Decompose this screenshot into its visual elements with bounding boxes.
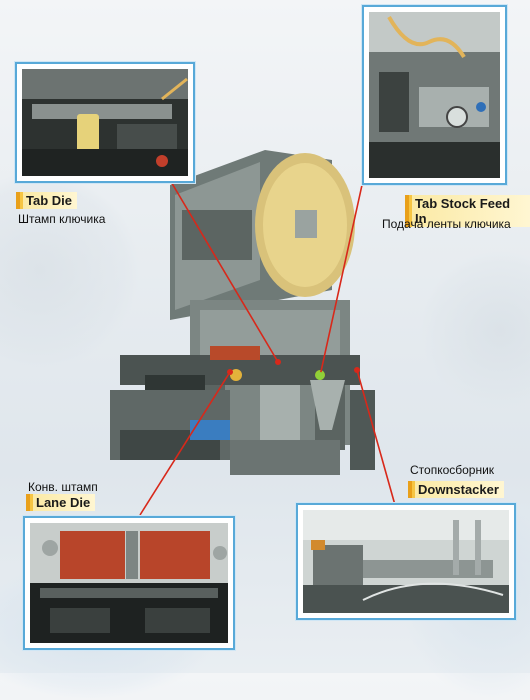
tab-stock-feed-image — [369, 12, 500, 178]
tab-die-photo — [15, 62, 195, 183]
downstacker-photo — [296, 503, 516, 620]
tab-stock-feed-label: Tab Stock Feed In — [405, 195, 530, 227]
lane-die-label-ru: Конв. штамп — [28, 480, 98, 494]
lane-die-leader — [139, 371, 231, 516]
tab-stock-feed-photo — [362, 5, 507, 185]
lane-die-image — [30, 523, 228, 643]
tab-die-leader — [169, 179, 279, 363]
downstacker-label: Downstacker — [408, 481, 504, 498]
leader-lines — [139, 179, 396, 516]
lane-die-label: Lane Die — [26, 494, 96, 511]
tab-die-label: Tab Die — [16, 192, 77, 209]
tab-stock-feed-label-ru: Подача ленты ключика — [382, 217, 511, 231]
lane-die-photo — [23, 516, 235, 650]
press-machine-illustration — [110, 150, 375, 475]
downstacker-label-ru: Стопкосборник — [410, 463, 495, 477]
downstacker-image — [303, 510, 509, 613]
downstacker-leader — [356, 369, 396, 506]
tab-stock-feed-leader — [319, 184, 363, 377]
tab-die-label-ru: Штамп ключика — [18, 212, 106, 226]
tab-die-image — [22, 69, 188, 176]
